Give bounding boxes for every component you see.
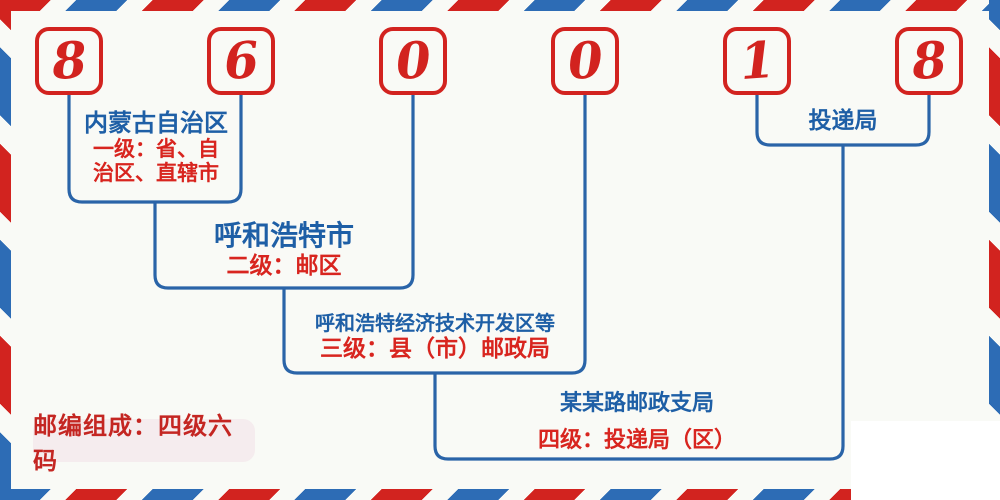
delivery-bureau-text: 投递局 [808,108,878,133]
digit-4: 0 [565,29,605,92]
level4-region-name: 某某路邮政支局 [559,390,715,415]
level3-label: 呼和浩特经济技术开发区等 三级：县（市）邮政局 [315,313,555,362]
level1-desc-line1: 一级：省、自 [93,137,219,162]
digit-6: 8 [909,29,949,92]
delivery-bureau-label: 投递局 [809,108,878,134]
airmail-border-top [0,0,1000,11]
digit-2: 6 [221,29,261,92]
airmail-border-left [0,0,11,500]
digit-3: 0 [393,29,433,92]
level4-desc: 四级：投递局（区） [537,427,737,453]
digit-5: 1 [737,29,777,92]
digit-box-4: 0 [551,27,619,95]
digit-box-5: 1 [723,27,791,95]
footer-composition-chip: 邮编组成：四级六码 [33,414,255,475]
airmail-border-bottom [0,489,1000,500]
level4-label: 某某路邮政支局 四级：投递局（区） [538,390,736,452]
level1-label: 内蒙古自治区 一级：省、自 治区、直辖市 [84,111,228,186]
airmail-border-right [989,0,1000,500]
level2-region-name: 呼和浩特市 [213,221,355,252]
digit-box-2: 6 [207,27,275,95]
digit-box-3: 0 [379,27,447,95]
bracket-level4 [433,145,845,461]
digit-box-6: 8 [895,27,963,95]
level3-desc: 三级：县（市）邮政局 [320,335,550,361]
digit-box-1: 8 [35,27,103,95]
level3-region-name: 呼和浩特经济技术开发区等 [315,313,555,335]
bracket-delivery [755,95,931,147]
level2-label: 呼和浩特市 二级：邮区 [214,221,354,279]
level1-desc-line2: 治区、直辖市 [93,161,219,186]
level2-desc: 二级：邮区 [226,252,342,278]
level1-region-name: 内蒙古自治区 [84,111,228,137]
digit-1: 8 [49,29,89,92]
corner-white-patch [851,421,1000,500]
footer-composition-text: 邮编组成：四级六码 [33,413,233,475]
